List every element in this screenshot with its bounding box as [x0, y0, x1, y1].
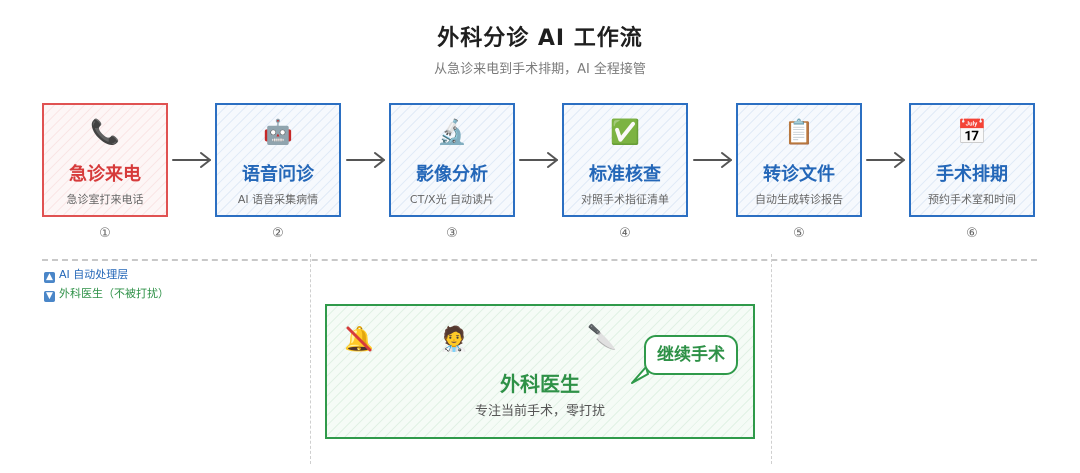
step-desc: AI 语音采集病情 — [237, 193, 319, 206]
phone-icon: 📞 — [90, 118, 120, 146]
speech-bubble: 继续手术 — [644, 335, 738, 375]
step-name: 急诊来电 — [69, 164, 141, 185]
guide-line — [310, 254, 311, 464]
surgeon-desc: 专注当前手术，零打扰 — [474, 404, 605, 419]
legend-label: 外科医生（不被打扰） — [59, 287, 169, 300]
guide-line — [771, 254, 772, 464]
step-desc: 预约手术室和时间 — [928, 193, 1016, 206]
step-referral-document: 📋 转诊文件 自动生成转诊报告 — [736, 103, 862, 217]
step-desc: 急诊室打来电话 — [66, 193, 144, 206]
step-desc: 自动生成转诊报告 — [755, 193, 843, 206]
step-number: ① — [99, 226, 111, 241]
legend-ai-layer: ▲ AI 自动处理层 — [44, 266, 128, 283]
calendar-icon: 📅 — [957, 118, 987, 146]
step-name: 语音问诊 — [242, 164, 314, 185]
knife-icon: 🔪 — [587, 323, 617, 351]
check-mark-icon: ✅ — [610, 118, 640, 146]
step-image-analysis: 🔬 影像分析 CT/X光 自动读片 — [389, 103, 515, 217]
up-arrow-icon: ▲ — [44, 272, 55, 283]
surgeon-name: 外科医生 — [500, 372, 580, 396]
layer-divider — [42, 259, 1037, 261]
diagram-subtitle: 从急诊来电到手术排期，AI 全程接管 — [434, 62, 646, 77]
flow-arrow-icon — [866, 152, 905, 168]
step-number: ③ — [446, 226, 458, 241]
step-standard-check: ✅ 标准核查 对照手术指征清单 — [562, 103, 688, 217]
step-number: ⑤ — [793, 226, 805, 241]
legend-label: AI 自动处理层 — [59, 268, 129, 281]
clipboard-icon: 📋 — [784, 118, 814, 146]
down-arrow-icon: ▼ — [44, 291, 55, 302]
step-number: ④ — [619, 226, 631, 241]
step-voice-consult: 🤖 语音问诊 AI 语音采集病情 — [215, 103, 341, 217]
diagram-title: 外科分诊 AI 工作流 — [437, 26, 643, 51]
step-number: ② — [272, 226, 284, 241]
step-desc: 对照手术指征清单 — [581, 193, 669, 206]
flow-arrow-icon — [346, 152, 385, 168]
flow-arrow-icon — [693, 152, 732, 168]
microscope-icon: 🔬 — [437, 118, 467, 146]
legend-surgeon-layer: ▼ 外科医生（不被打扰） — [44, 285, 169, 302]
muted-bell-icon: 🔔 — [344, 324, 374, 354]
step-name: 影像分析 — [416, 164, 488, 185]
flow-arrow-icon — [519, 152, 558, 168]
flow-arrow-icon — [172, 152, 211, 168]
step-emergency-call: 📞 急诊来电 急诊室打来电话 — [42, 103, 168, 217]
step-name: 转诊文件 — [763, 164, 835, 185]
robot-icon: 🤖 — [263, 118, 293, 146]
step-name: 手术排期 — [936, 164, 1008, 185]
step-number: ⑥ — [966, 226, 978, 241]
slash-icon — [346, 326, 372, 352]
step-name: 标准核查 — [589, 164, 661, 185]
doctor-icon: 🧑‍⚕️ — [439, 325, 469, 353]
surgeon-box: 🔔 🧑‍⚕️ 🔪 继续手术 外科医生 专注当前手术，零打扰 — [325, 304, 755, 439]
step-desc: CT/X光 自动读片 — [409, 193, 495, 206]
step-surgery-scheduling: 📅 手术排期 预约手术室和时间 — [909, 103, 1035, 217]
